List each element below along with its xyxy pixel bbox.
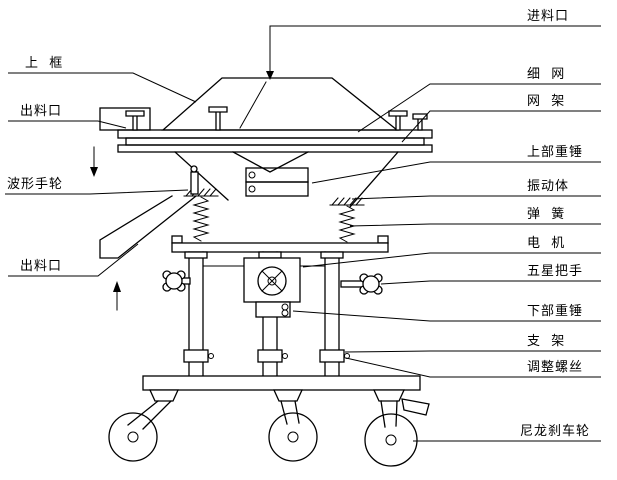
sieve-deck	[99, 107, 433, 153]
label-spring: 弹 簧	[527, 206, 565, 222]
motor-hub	[267, 276, 277, 286]
leader-lower-weight	[292, 310, 601, 322]
plate-boss	[377, 235, 389, 244]
star-handles	[162, 270, 383, 295]
caster-wheel-right	[364, 413, 418, 467]
wave-handwheel-part	[190, 171, 199, 195]
wheel-hub	[127, 431, 139, 443]
weight-bolt	[281, 309, 289, 317]
label-outlet-bottom: 出料口	[20, 259, 62, 274]
leader-outlet-top	[8, 120, 127, 129]
label-motor: 电 机	[527, 236, 565, 251]
leader-upper-frame	[8, 72, 197, 103]
hopper-cover	[161, 77, 399, 131]
label-fine-mesh: 细 网	[527, 67, 565, 82]
label-star-handle: 五星把手	[527, 264, 583, 279]
label-upper-frame: 上 框	[25, 56, 63, 71]
leader-motor	[302, 252, 601, 268]
wheel-hub	[287, 431, 299, 443]
leader-star-handle	[380, 280, 601, 285]
motor-spokes	[261, 270, 283, 292]
hopper-inner-slope	[239, 81, 267, 129]
leader-adjusting-screw	[345, 357, 601, 378]
springs	[192, 196, 356, 243]
clamp-bolt	[125, 110, 145, 131]
flow-arrow-up-icon	[113, 281, 121, 292]
leader-vibrating-body	[351, 195, 601, 200]
leg-cap	[184, 251, 208, 259]
vibrating-body-group	[174, 151, 399, 208]
label-wave-handwheel: 波形手轮	[7, 177, 63, 192]
leader-feed-inlet-arrowhead	[266, 71, 274, 80]
spring-left	[192, 196, 210, 242]
brake-pedal	[401, 398, 430, 416]
clamp-bolt	[208, 106, 228, 131]
label-support-frame: 支 架	[527, 334, 565, 349]
label-vibrating-body: 振动体	[527, 179, 569, 194]
label-adjusting-screw: 调整螺丝	[527, 360, 583, 375]
wave-handwheel-knob	[190, 165, 198, 173]
leg-cap	[320, 251, 344, 259]
discharge-box-left	[99, 107, 151, 131]
wheel-hub	[385, 434, 397, 446]
body-side-walls	[174, 151, 399, 208]
leader-wave-handwheel	[5, 189, 189, 195]
upper-weight-block	[245, 181, 309, 197]
spring-right	[338, 205, 356, 243]
machine	[90, 77, 433, 467]
label-upper-weight: 上部重锤	[527, 144, 583, 160]
leader-feed-inlet	[269, 25, 601, 71]
plate-boss	[171, 235, 183, 244]
weight-bolt	[248, 185, 256, 193]
motor-plate-group	[171, 235, 389, 253]
deck-band-middle	[125, 137, 425, 146]
motor-mount-plate	[171, 242, 389, 253]
star-handle-right	[362, 275, 380, 293]
leader-support-frame	[344, 350, 601, 353]
adjusting-collar	[183, 349, 209, 363]
leader-fine-mesh	[357, 83, 601, 133]
deck-band-top	[117, 129, 433, 139]
support-legs	[183, 251, 350, 377]
label-feed-inlet: 进料口	[527, 9, 569, 24]
caster-wheel-left	[108, 412, 158, 462]
weight-bolt	[248, 171, 256, 179]
caster-forks	[127, 400, 398, 430]
caster-mount	[372, 389, 406, 402]
base-platform	[142, 375, 421, 391]
leader-lines	[5, 25, 601, 442]
adjusting-screw-part	[208, 353, 214, 359]
star-handle-left	[165, 272, 183, 290]
caster-mount	[148, 389, 180, 402]
deck-band-bottom	[117, 144, 433, 153]
leg-cap	[258, 251, 282, 259]
flow-arrow-down-icon	[90, 167, 98, 177]
caster-wheel-middle	[268, 412, 318, 462]
adjusting-screw-part	[282, 353, 288, 359]
lower-weight-block	[255, 301, 291, 318]
adjusting-collar	[257, 349, 283, 363]
adjusting-collar	[319, 349, 345, 363]
discharge-chute-left	[99, 195, 197, 259]
leader-spring	[349, 223, 601, 227]
handle-shaft	[340, 280, 365, 288]
discharge-cone	[232, 151, 309, 173]
leader-outlet-bottom	[8, 243, 139, 277]
clamp-bolt	[388, 110, 408, 131]
hopper	[161, 77, 399, 131]
motor-assembly	[243, 257, 301, 318]
leader-mesh-frame	[401, 110, 601, 143]
label-nylon-brake-wheel: 尼龙刹车轮	[520, 423, 590, 439]
label-lower-weight: 下部重锤	[527, 303, 583, 319]
label-outlet-top: 出料口	[20, 104, 62, 119]
label-mesh-frame: 网 架	[527, 94, 565, 109]
flow-arrows	[90, 146, 121, 311]
spring-seat-hatching	[183, 188, 365, 206]
base-and-casters	[108, 375, 430, 467]
caster-mount	[272, 389, 304, 402]
leader-upper-weight	[311, 161, 601, 184]
labels: 进料口 细 网 网 架 上部重锤 振动体 弹 簧 电 机 五星把手 下部重锤 支…	[7, 9, 590, 439]
